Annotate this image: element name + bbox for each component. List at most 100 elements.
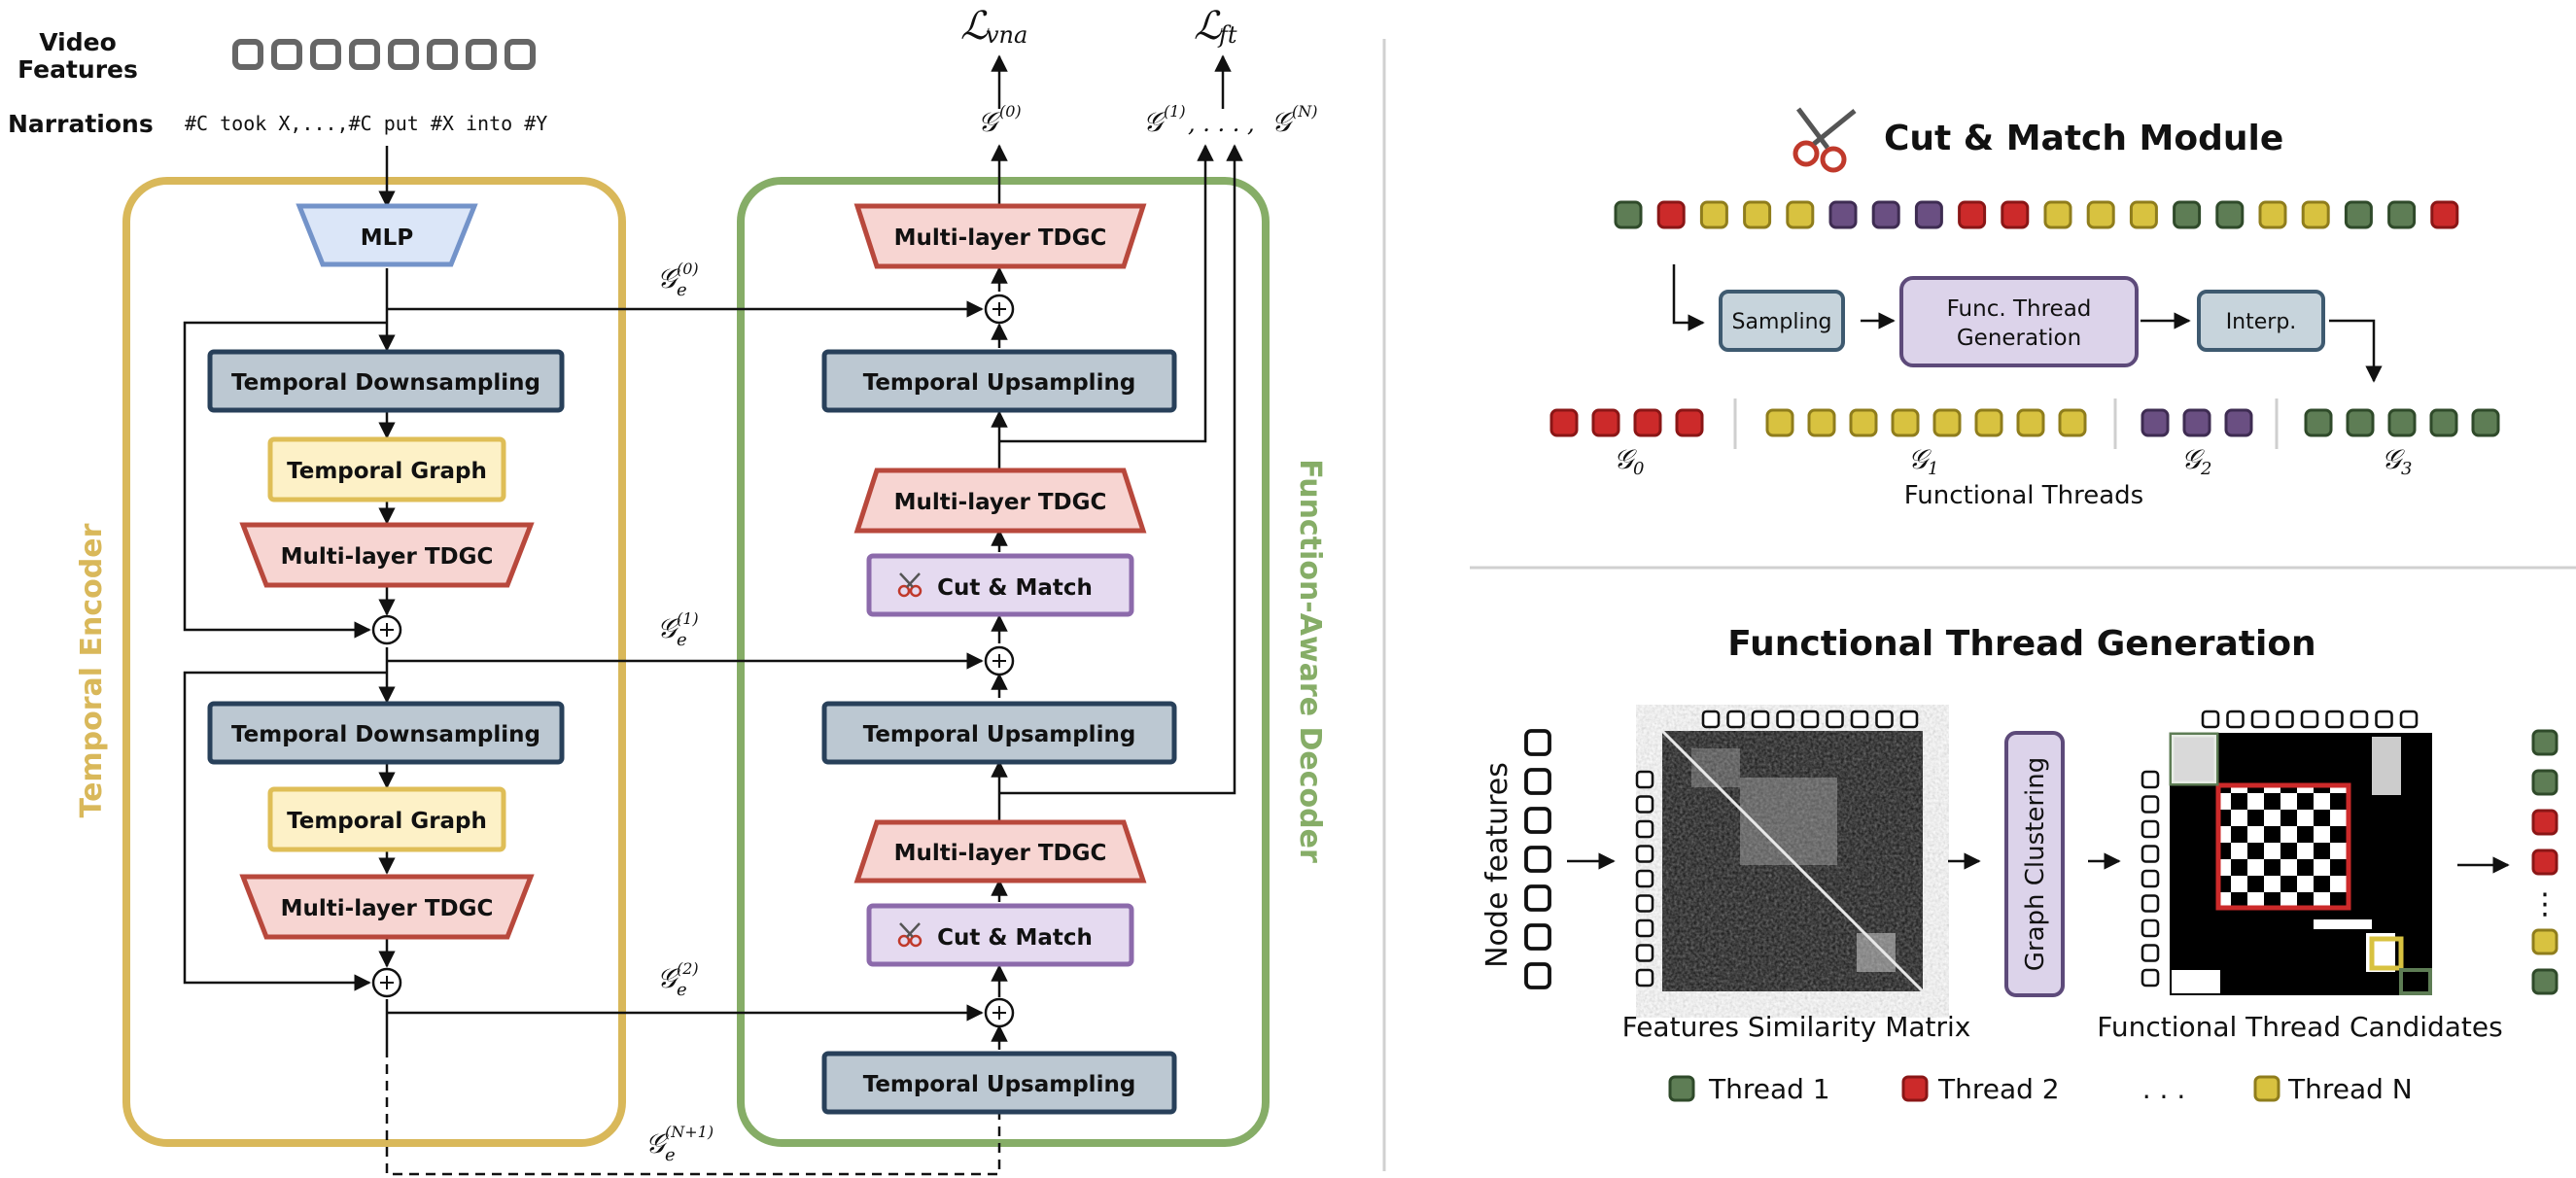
group-token [1891, 408, 1920, 437]
candidates-matrix [2169, 732, 2432, 995]
svg-text:ℒ: ℒ [1194, 4, 1223, 49]
sum-node-dec-2 [984, 997, 1015, 1028]
temporal-graph-label-2: Temporal Graph [287, 809, 487, 834]
matrix-header-token [2201, 710, 2220, 729]
thread-token [2173, 200, 2202, 229]
legend-ellipsis: . . . [2142, 1073, 2186, 1105]
group-token [1591, 408, 1620, 437]
graph-clustering-block [2004, 731, 2065, 997]
func-thread-label-1: Func. Thread [1947, 296, 2092, 322]
matrix-header-token [2141, 795, 2160, 814]
tdgc-label-dec-low: Multi-layer TDGC [894, 841, 1107, 866]
tdgc-block-enc-1 [239, 522, 535, 588]
thread-token [1656, 200, 1686, 229]
matrix-header-token [1635, 770, 1654, 789]
output-thread-token [2531, 849, 2559, 876]
matrix-header-token [2141, 819, 2160, 839]
loss-ft-label: ℒ ft [1194, 4, 1237, 49]
sum-node-dec-1 [984, 645, 1015, 676]
temporal-upsampling-label-2: Temporal Upsampling [863, 722, 1136, 747]
skip-label-geN: 𝒢 e (N+1) [645, 1123, 714, 1165]
narrations-label: Narrations [8, 110, 154, 138]
tdgc-label-dec-top: Multi-layer TDGC [894, 225, 1107, 251]
group-token [2387, 408, 2417, 437]
node-feature-token [1524, 923, 1551, 951]
matrix-header-token [1800, 710, 1820, 729]
thread-token [2215, 200, 2245, 229]
video-features-label-2: Features [17, 55, 138, 84]
cut-match-module-title: Cut & Match Module [1884, 119, 2283, 158]
temporal-downsampling-block-2 [207, 701, 565, 765]
node-feature-token [1524, 846, 1551, 873]
matrix-header-token [2141, 845, 2160, 863]
svg-text:(0): (0) [999, 102, 1022, 121]
func-thread-label-2: Generation [1957, 326, 2081, 351]
thread-token [2043, 200, 2072, 229]
temporal-graph-label-1: Temporal Graph [287, 459, 487, 484]
matrix-header-token [1635, 795, 1654, 814]
matrix-header-token [2375, 710, 2393, 729]
svg-text:, . . . ,: , . . . , [1188, 110, 1255, 137]
group-token [2346, 408, 2375, 437]
group-token [1932, 408, 1962, 437]
node-feature-token [1524, 884, 1551, 912]
output-thread-token [2531, 968, 2559, 995]
svg-text:1: 1 [1928, 459, 1938, 479]
candidates-top-tokens [2201, 710, 2419, 729]
tdgc-label-enc-1: Multi-layer TDGC [281, 544, 494, 570]
matrix-header-token [1751, 710, 1770, 729]
group-token [2304, 408, 2333, 437]
svg-text:2: 2 [2200, 459, 2211, 479]
temporal-downsampling-label-2: Temporal Downsampling [231, 722, 540, 747]
tdgc-block-dec-top [853, 203, 1147, 269]
matrix-header-token [2276, 710, 2294, 729]
svg-text:(1): (1) [1164, 102, 1186, 121]
candidates-caption: Functional Thread Candidates [2097, 1011, 2502, 1043]
matrix-header-token [2399, 710, 2419, 729]
video-features-label: Video [39, 28, 117, 56]
thread-token [1614, 200, 1643, 229]
cut-match-label-2: Cut & Match [937, 925, 1093, 951]
thread-token [2129, 200, 2158, 229]
group-token [2429, 408, 2458, 437]
svg-text:vna: vna [986, 21, 1027, 49]
legend-threadN: Thread N [2287, 1073, 2413, 1105]
thread-token [2430, 200, 2459, 229]
matrix-header-token [1635, 894, 1654, 913]
output-thread-token [2531, 809, 2559, 836]
tdgc-block-dec-mid [853, 468, 1147, 534]
node-feature-token [1524, 807, 1551, 834]
svg-text:(N+1): (N+1) [665, 1123, 714, 1141]
matrix-header-token [1635, 944, 1654, 962]
temporal-graph-block-1 [267, 436, 506, 502]
group-label-g0: 𝒢 0 [1614, 443, 1644, 479]
matrix-header-token [2141, 918, 2160, 938]
matrix-header-token [2141, 968, 2160, 987]
thread-token [2258, 200, 2287, 229]
matrix-header-token [2141, 770, 2160, 789]
skip-label-ge1: 𝒢 e (1) [657, 609, 699, 650]
skip-label-ge2: 𝒢 e (2) [657, 959, 699, 1000]
matrix-top-tokens [1701, 710, 1919, 729]
skip-label-ge0: 𝒢 e (0) [657, 260, 699, 300]
thread-sequence [1614, 200, 2459, 229]
thread-token [1828, 200, 1858, 229]
cut-match-block-1 [866, 553, 1134, 617]
group-token [2058, 408, 2087, 437]
matrix-header-token [1635, 918, 1654, 938]
tdgc-label-dec-mid: Multi-layer TDGC [894, 490, 1107, 515]
matrix-header-token [1850, 710, 1869, 729]
matrix-header-token [2226, 710, 2245, 729]
output-gseq-label: 𝒢 (1) , . . . , 𝒢 (N) [1143, 102, 1317, 138]
similarity-matrix [1660, 729, 1925, 993]
thread-token [2387, 200, 2417, 229]
thread-token [2001, 200, 2030, 229]
matrix-header-token [1701, 710, 1721, 729]
tdgc-block-dec-low [853, 819, 1147, 884]
svg-text:𝒢: 𝒢 [978, 106, 1001, 138]
output-thread-token [2531, 729, 2559, 756]
svg-text:e: e [677, 630, 687, 650]
cut-match-block-2 [866, 903, 1134, 967]
interp-label: Interp. [2226, 310, 2297, 334]
thread-token [2086, 200, 2115, 229]
